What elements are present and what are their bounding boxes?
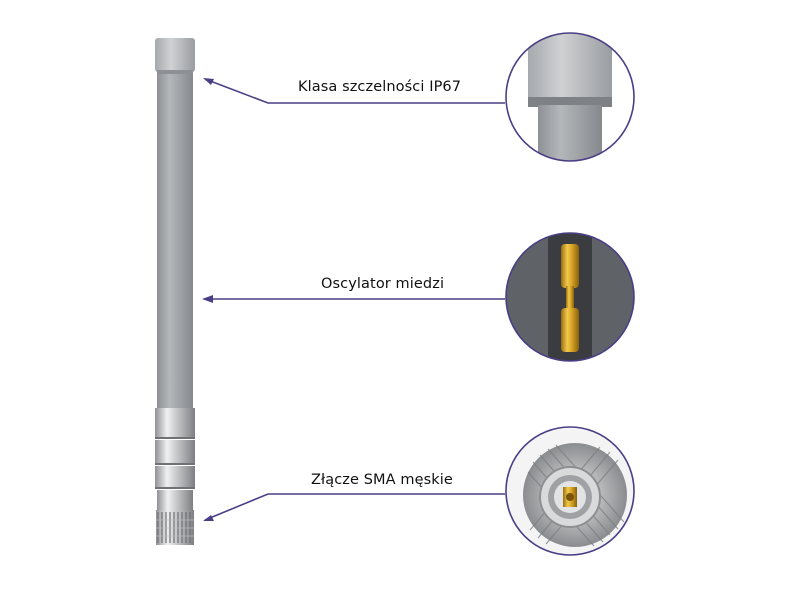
antenna-ferrule — [155, 408, 195, 510]
callout-label-ip67: Klasa szczelności IP67 — [298, 79, 462, 95]
callout-pointers — [204, 78, 505, 521]
antenna-end-cap — [155, 38, 195, 72]
detail-circle-connector — [505, 426, 635, 556]
callout-label-connector: Złącze SMA męskie — [311, 472, 453, 488]
callout-label-oscillator: Oscylator miedzi — [321, 276, 445, 292]
antenna-radome — [157, 74, 193, 410]
pointer-line-3 — [204, 493, 505, 521]
arrowhead-2 — [202, 295, 213, 303]
detail-circle-end-cap — [505, 32, 635, 162]
copper-element-top — [561, 244, 579, 288]
copper-element-bottom — [561, 308, 579, 352]
arrowhead-1 — [203, 78, 214, 85]
arrowhead-3 — [203, 515, 214, 521]
pointer-line-1 — [204, 78, 505, 104]
antenna-body — [155, 38, 195, 545]
detail-circle-copper — [505, 232, 635, 362]
antenna-connector-nut — [156, 510, 194, 545]
pointer-arrowheads — [202, 78, 214, 521]
